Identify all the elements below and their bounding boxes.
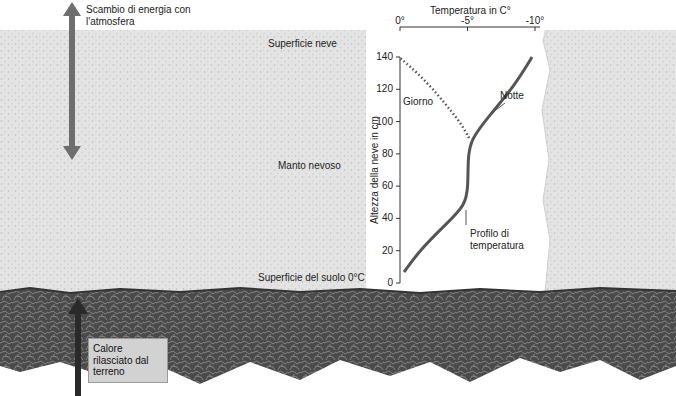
arrow-label: Scambio di energia con l'atmosfera <box>86 4 206 27</box>
axis-title: Temperatura in C° <box>430 5 511 17</box>
surface-label: Superficie neve <box>268 38 337 50</box>
curve-label: Notte <box>500 90 524 102</box>
curve-label: Giorno <box>403 96 433 108</box>
tick-label: -10° <box>526 15 544 27</box>
tick-label: 0 <box>387 277 393 289</box>
night-curve <box>404 57 532 272</box>
tick-label: 0° <box>395 15 405 27</box>
snow-layer <box>0 30 676 292</box>
chart-axes <box>396 27 540 283</box>
snow-edge <box>542 30 550 292</box>
leader-line <box>466 210 467 225</box>
label-box: Calore rilasciato dal terreno <box>88 338 168 383</box>
surface-label: Superficie del suolo 0°C <box>258 272 365 284</box>
tick-label: 120 <box>376 84 393 96</box>
day-curve <box>400 58 469 138</box>
layer-label: Manto nevoso <box>278 160 341 172</box>
box-text: Calore rilasciato dal terreno <box>93 343 163 378</box>
chart-panel <box>366 0 550 292</box>
tick-label: 80 <box>382 148 393 160</box>
tick-label: -5° <box>461 15 474 27</box>
exchange-arrow <box>63 2 81 160</box>
ground-surface <box>0 288 676 293</box>
heat-arrow <box>68 298 88 396</box>
leader-line <box>492 103 505 113</box>
tick-label: 20 <box>382 245 393 257</box>
axis-title: Altezza della neve in cm <box>369 116 381 224</box>
tick-label: 140 <box>376 51 393 63</box>
tick-label: 40 <box>382 213 393 225</box>
ground-layer <box>0 288 676 384</box>
tick-label: 60 <box>382 180 393 192</box>
curve-label: Profilo di temperatura <box>470 228 532 251</box>
